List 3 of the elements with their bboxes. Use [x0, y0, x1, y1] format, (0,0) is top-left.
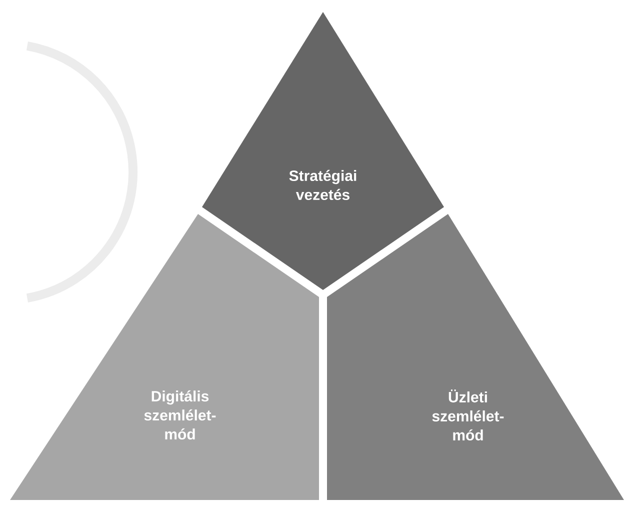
triangle-segment: Stratégiai vezetés: [202, 12, 444, 290]
triangle-segment: Üzleti szemlélet- mód: [327, 214, 624, 500]
triangle-segment: Digitális szemlélet- mód: [10, 214, 319, 500]
